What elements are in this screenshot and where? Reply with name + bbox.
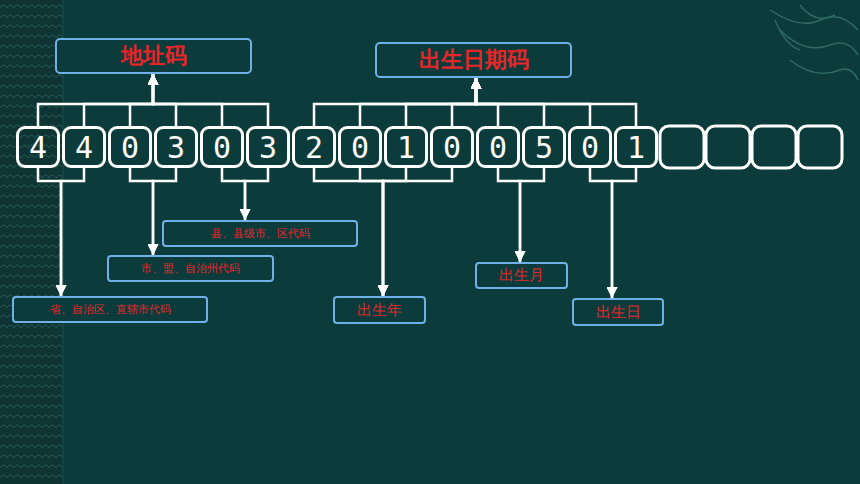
digit-text: 3 — [259, 130, 277, 165]
part-label: 市、盟、自治州代码 — [107, 255, 274, 282]
bracket-arrow — [476, 78, 636, 126]
bracket-arrow — [612, 168, 636, 298]
bracket-arrow — [153, 74, 222, 126]
digit-box: 0 — [568, 126, 612, 168]
bracket-arrow — [476, 78, 544, 126]
digit-box: 1 — [384, 126, 428, 168]
bracket-arrow — [360, 78, 476, 126]
box-text: 出生月 — [499, 266, 544, 285]
bracket-arrow — [498, 168, 520, 262]
digit-text: 0 — [489, 130, 507, 165]
wave-texture — [0, 0, 63, 484]
box-text: 出生日期码 — [419, 45, 529, 75]
dragon-ornament — [770, 5, 858, 80]
digit-text: 1 — [397, 130, 415, 165]
bracket-arrow — [520, 168, 544, 262]
empty-box — [660, 126, 704, 168]
bracket-arrow — [383, 168, 452, 296]
digit-text: 2 — [305, 130, 323, 165]
digit-text: 0 — [121, 130, 139, 165]
digit-text: 5 — [535, 130, 553, 165]
part-label: 出生月 — [475, 262, 568, 289]
digit-box: 5 — [522, 126, 566, 168]
bracket-arrow — [452, 78, 476, 126]
bracket-arrow — [153, 74, 176, 126]
box-text: 市、盟、自治州代码 — [141, 261, 240, 276]
digit-box: 4 — [62, 126, 106, 168]
digit-text: 4 — [29, 130, 47, 165]
digit-text: 0 — [213, 130, 231, 165]
bracket-arrow — [84, 74, 153, 126]
bracket-arrow — [130, 74, 153, 126]
digit-text: 3 — [167, 130, 185, 165]
digit-box: 1 — [614, 126, 658, 168]
digit-box: 3 — [154, 126, 198, 168]
bracket-arrow — [590, 168, 612, 298]
part-label: 省、自治区、直辖市代码 — [12, 296, 208, 323]
digit-text: 4 — [75, 130, 93, 165]
bracket-arrow — [153, 74, 268, 126]
bracket-arrow — [476, 78, 498, 126]
bracket-arrow — [38, 74, 153, 126]
digit-box: 4 — [16, 126, 60, 168]
box-text: 出生日 — [596, 303, 641, 322]
part-label: 县、县级市、区代码 — [162, 220, 358, 247]
box-text: 地址码 — [121, 41, 187, 71]
bracket-arrow — [245, 168, 268, 220]
digit-text: 0 — [351, 130, 369, 165]
box-text: 出生年 — [357, 301, 402, 320]
empty-box — [798, 126, 842, 168]
box-text: 省、自治区、直辖市代码 — [50, 302, 171, 317]
digit-box: 0 — [338, 126, 382, 168]
code-heading: 出生日期码 — [375, 42, 572, 78]
bracket-arrow — [383, 168, 406, 296]
bracket-arrow — [222, 168, 245, 220]
bracket-arrow — [130, 168, 153, 255]
digit-box: 0 — [108, 126, 152, 168]
bracket-arrow — [61, 168, 84, 296]
part-label: 出生年 — [333, 296, 426, 324]
bracket-arrow — [38, 168, 61, 296]
bracket-arrow — [314, 78, 476, 126]
digit-box: 2 — [292, 126, 336, 168]
empty-box — [706, 126, 750, 168]
bracket-arrow — [476, 78, 590, 126]
digit-box: 0 — [430, 126, 474, 168]
empty-box — [752, 126, 796, 168]
digit-text: 1 — [627, 130, 645, 165]
digit-box: 0 — [476, 126, 520, 168]
part-label: 出生日 — [572, 298, 664, 326]
digit-box: 3 — [246, 126, 290, 168]
empty-digit-boxes — [660, 126, 842, 168]
side-strip — [0, 0, 63, 484]
code-heading: 地址码 — [55, 38, 252, 74]
digit-text: 0 — [581, 130, 599, 165]
digit-box: 0 — [200, 126, 244, 168]
digit-text: 0 — [443, 130, 461, 165]
bracket-arrow — [360, 168, 383, 296]
box-text: 县、县级市、区代码 — [211, 226, 310, 241]
bracket-arrow — [406, 78, 476, 126]
